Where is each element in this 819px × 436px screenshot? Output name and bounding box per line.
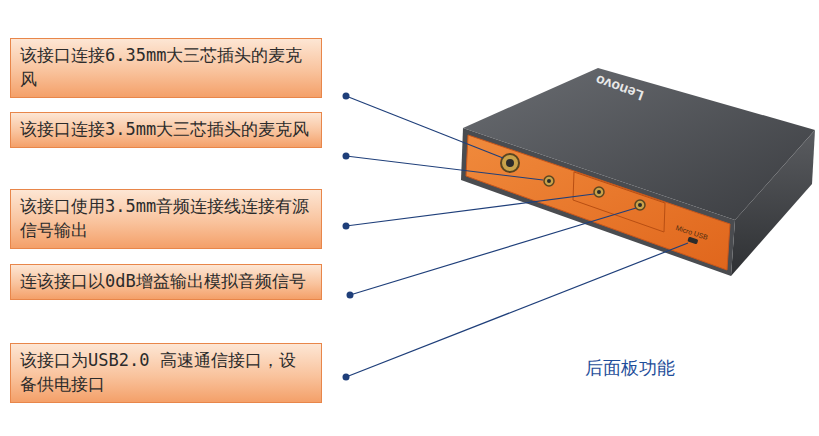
callout-box: 该接口使用3.5mm音频连接线连接有源信号输出 <box>10 189 322 249</box>
callout-text: 该接口连接3.5mm大三芯插头的麦克风 <box>20 118 312 142</box>
callout-text: 连该接口以0dB增益输出模拟音频信号 <box>20 270 312 294</box>
panel-caption: 后面板功能 <box>585 356 675 380</box>
jack-connectors <box>501 154 698 244</box>
callout-text: 该接口为USB2.0 高速通信接口，设备供电接口 <box>20 349 312 397</box>
leader-lines <box>343 93 689 381</box>
callout-box: 连该接口以0dB增益输出模拟音频信号 <box>10 264 322 300</box>
port-label: Micro USB <box>675 224 709 241</box>
callout-text: 该接口连接6.35mm大三芯插头的麦克风 <box>20 44 312 92</box>
callout-box: 该接口连接3.5mm大三芯插头的麦克风 <box>10 112 322 148</box>
callout-text: 该接口使用3.5mm音频连接线连接有源信号输出 <box>20 195 312 243</box>
callout-box: 该接口连接6.35mm大三芯插头的麦克风 <box>10 38 322 98</box>
callout-box: 该接口为USB2.0 高速通信接口，设备供电接口 <box>10 343 322 403</box>
brand-logo: Lenovo <box>593 72 645 104</box>
